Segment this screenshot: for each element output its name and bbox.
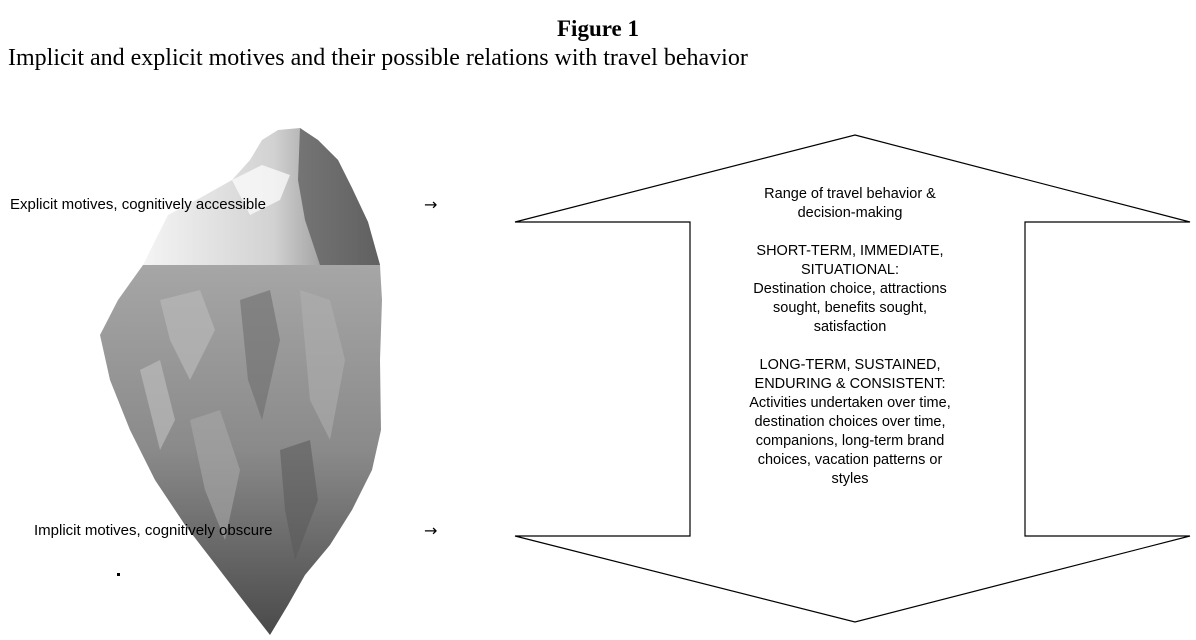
iceberg-streak-6: [140, 360, 175, 450]
behavior-heading: Range of travel behavior & decision-maki…: [764, 186, 936, 221]
behavior-box-text: Range of travel behavior & decision-maki…: [705, 185, 995, 508]
double-headed-arrow-shape: [514, 134, 1191, 623]
explicit-motives-label: Explicit motives, cognitively accessible: [10, 196, 266, 213]
iceberg-tip-shadow: [298, 128, 380, 265]
explicit-arrow-icon: →: [424, 195, 438, 214]
iceberg-streak-2: [240, 290, 280, 420]
iceberg-streak-3: [300, 290, 345, 440]
iceberg-streak-4: [190, 410, 240, 540]
figure-subtitle: Implicit and explicit motives and their …: [8, 45, 748, 71]
short-term-text: SHORT-TERM, IMMEDIATE, SITUATIONAL: Dest…: [753, 243, 947, 335]
iceberg-streak-5: [280, 440, 318, 560]
iceberg-tip-ridge: [232, 165, 290, 215]
long-term-text: LONG-TERM, SUSTAINED, ENDURING & CONSIST…: [749, 357, 951, 487]
iceberg-streak-1: [160, 290, 215, 380]
figure-title: Figure 1: [557, 16, 639, 41]
iceberg-illustration: [100, 128, 382, 635]
implicit-motives-label: Implicit motives, cognitively obscure: [34, 522, 273, 539]
implicit-arrow-icon: →: [424, 521, 438, 540]
stray-dot: [117, 573, 120, 576]
